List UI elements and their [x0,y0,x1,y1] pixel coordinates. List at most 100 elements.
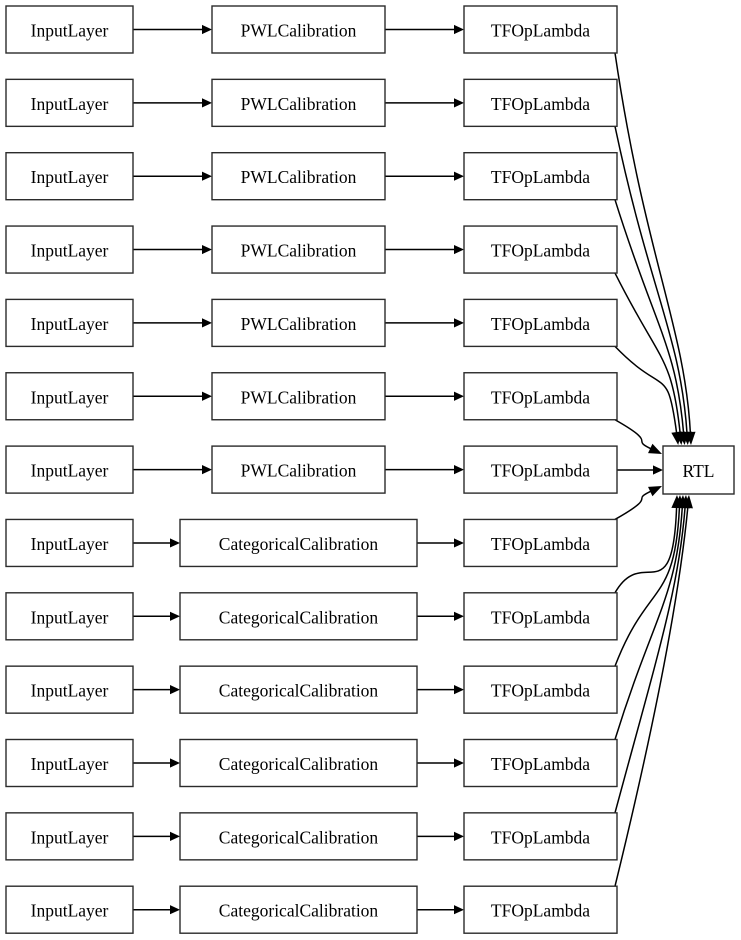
edge-calibration-to-lambda-12 [417,831,464,841]
input-layer-node-9-box [5,592,134,641]
tfoplambda-node-10[interactable]: TFOpLambda [463,665,618,714]
pwl-calibration-node-1[interactable]: PWLCalibration [211,5,386,54]
edge-calibration-to-lambda-1-arrowhead [454,24,464,35]
edge-lambda-to-rtl-11-line [614,505,684,740]
input-layer-node-6-box [5,372,134,421]
categorical-calibration-node-12-label: CategoricalCalibration [219,827,379,847]
pwl-calibration-node-6-box [211,372,386,421]
tfoplambda-node-11[interactable]: TFOpLambda [463,738,618,788]
tfoplambda-node-8-label: TFOpLambda [491,534,590,554]
input-layer-node-2-label: InputLayer [31,94,109,114]
tfoplambda-node-12[interactable]: TFOpLambda [463,812,618,861]
edge-input-to-calibration-4 [133,244,212,255]
categorical-calibration-node-9-label: CategoricalCalibration [219,607,379,627]
tfoplambda-node-2-label: TFOpLambda [491,94,590,114]
input-layer-node-7-box [5,445,134,494]
categorical-calibration-node-12[interactable]: CategoricalCalibration [179,812,418,861]
rtl-node[interactable]: RTL [662,445,735,495]
input-layer-node-4-box [5,225,134,274]
edge-lambda-to-rtl-7 [617,465,663,475]
tfoplambda-node-6-box [463,372,618,421]
input-layer-node-10[interactable]: InputLayer [5,665,134,714]
edge-calibration-to-lambda-3 [385,171,464,181]
edge-lambda-to-rtl-1-line [614,52,692,435]
tfoplambda-node-1-label: TFOpLambda [491,21,590,41]
pwl-calibration-node-2-box [211,78,386,128]
edge-lambda-to-rtl-12-line [614,505,686,814]
edge-lambda-to-rtl-8-line [614,490,653,521]
input-layer-node-9[interactable]: InputLayer [5,592,134,641]
pwl-calibration-node-7[interactable]: PWLCalibration [211,445,386,494]
edge-lambda-to-rtl-6-line [614,419,653,450]
tfoplambda-node-11-label: TFOpLambda [491,754,590,774]
input-layer-node-13[interactable]: InputLayer [5,885,134,934]
pwl-calibration-node-6[interactable]: PWLCalibration [211,372,386,421]
input-layer-node-1-label: InputLayer [31,21,109,41]
tfoplambda-node-9[interactable]: TFOpLambda [463,592,618,641]
rtl-node-box [662,445,735,495]
input-layer-node-5[interactable]: InputLayer [5,298,134,348]
tfoplambda-node-3[interactable]: TFOpLambda [463,151,618,201]
input-layer-node-8[interactable]: InputLayer [5,518,134,568]
tfoplambda-node-2[interactable]: TFOpLambda [463,78,618,128]
tfoplambda-node-5-box [463,298,618,348]
edge-input-to-calibration-9 [133,611,180,621]
pwl-calibration-node-5[interactable]: PWLCalibration [211,298,386,348]
tfoplambda-node-8[interactable]: TFOpLambda [463,518,618,568]
tfoplambda-node-1[interactable]: TFOpLambda [463,5,618,54]
categorical-calibration-node-10[interactable]: CategoricalCalibration [179,665,418,714]
edge-calibration-to-lambda-4-arrowhead [454,244,464,255]
tfoplambda-node-11-box [463,738,618,788]
pwl-calibration-node-3[interactable]: PWLCalibration [211,151,386,201]
categorical-calibration-node-10-box [179,665,418,714]
edge-lambda-to-rtl-5-arrowhead [671,431,682,445]
edge-lambda-to-rtl-7-arrowhead [653,465,663,475]
tfoplambda-node-7-box [463,445,618,494]
edge-lambda-to-rtl-13-line [614,505,689,887]
tfoplambda-node-13-box [463,885,618,934]
edge-lambda-to-rtl-6-arrowhead [648,443,662,454]
tfoplambda-node-5[interactable]: TFOpLambda [463,298,618,348]
input-layer-node-4[interactable]: InputLayer [5,225,134,274]
categorical-calibration-node-9[interactable]: CategoricalCalibration [179,592,418,641]
edge-input-to-calibration-13-arrowhead [170,905,180,915]
input-layer-node-7[interactable]: InputLayer [5,445,134,494]
input-layer-node-3[interactable]: InputLayer [5,151,134,201]
input-layer-node-8-box [5,518,134,568]
input-layer-node-11-label: InputLayer [31,754,109,774]
pwl-calibration-node-3-label: PWLCalibration [241,167,357,187]
input-layer-node-2[interactable]: InputLayer [5,78,134,128]
tfoplambda-node-12-label: TFOpLambda [491,827,590,847]
tfoplambda-node-13[interactable]: TFOpLambda [463,885,618,934]
categorical-calibration-node-13-box [179,885,418,934]
input-layer-node-12[interactable]: InputLayer [5,812,134,861]
tfoplambda-node-6-label: TFOpLambda [491,387,590,407]
edge-input-to-calibration-11-arrowhead [170,758,180,768]
edge-input-to-calibration-2-arrowhead [202,98,212,108]
pwl-calibration-node-2[interactable]: PWLCalibration [211,78,386,128]
input-layer-node-11[interactable]: InputLayer [5,738,134,788]
edge-calibration-to-lambda-5 [385,318,464,328]
pwl-calibration-node-4[interactable]: PWLCalibration [211,225,386,274]
categorical-calibration-node-8[interactable]: CategoricalCalibration [179,518,418,568]
input-layer-node-12-box [5,812,134,861]
categorical-calibration-node-13[interactable]: CategoricalCalibration [179,885,418,934]
tfoplambda-node-6[interactable]: TFOpLambda [463,372,618,421]
tfoplambda-node-2-box [463,78,618,128]
input-layer-node-6[interactable]: InputLayer [5,372,134,421]
tfoplambda-node-7[interactable]: TFOpLambda [463,445,618,494]
tfoplambda-node-10-box [463,665,618,714]
input-layer-node-6-label: InputLayer [31,387,109,407]
categorical-calibration-node-11[interactable]: CategoricalCalibration [179,738,418,788]
edge-lambda-to-rtl-13-arrowhead [682,495,693,509]
pwl-calibration-node-6-label: PWLCalibration [241,387,357,407]
edge-input-to-calibration-7 [133,465,212,475]
edge-calibration-to-lambda-8-arrowhead [454,538,464,548]
pwl-calibration-node-7-box [211,445,386,494]
edge-input-to-calibration-3 [133,171,212,181]
input-layer-node-1[interactable]: InputLayer [5,5,134,54]
tfoplambda-node-4[interactable]: TFOpLambda [463,225,618,274]
edge-input-to-calibration-6-arrowhead [202,391,212,401]
edge-input-to-calibration-12 [133,831,180,841]
categorical-calibration-node-8-box [179,518,418,568]
